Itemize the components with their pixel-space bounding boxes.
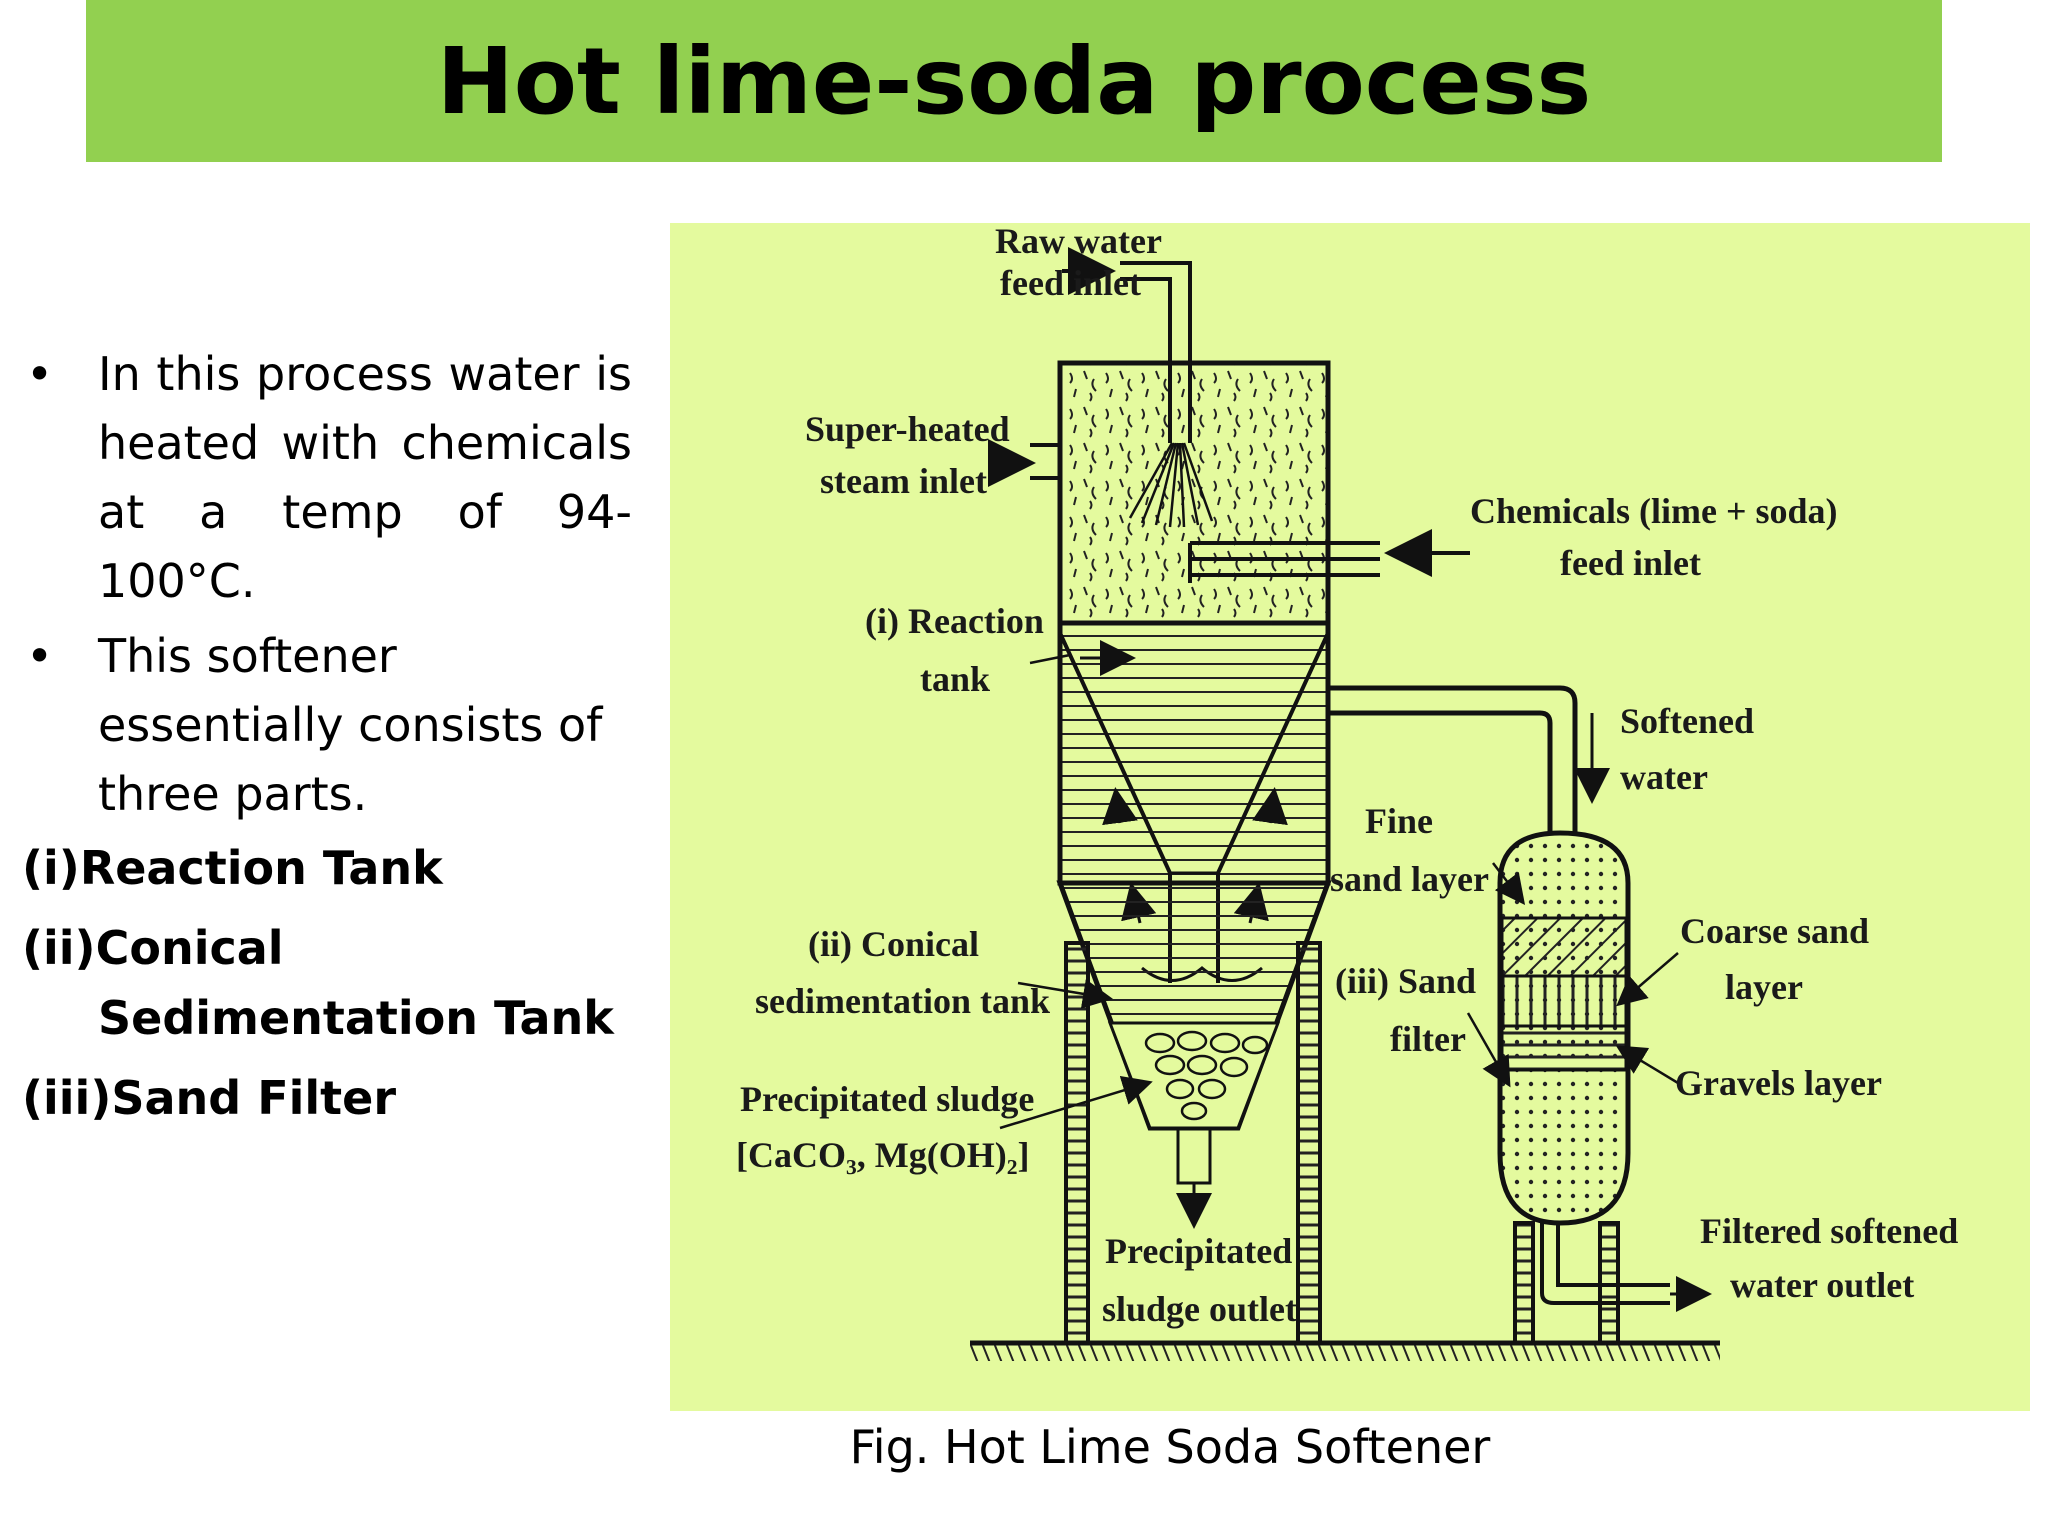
bullet-item: • In this process water is heated with c… bbox=[22, 340, 632, 616]
label-softened: Softened bbox=[1620, 701, 1754, 741]
label-filtered-2: water outlet bbox=[1730, 1265, 1914, 1305]
slide-title: Hot lime-soda process bbox=[436, 27, 1592, 135]
label-raw-water: Raw water bbox=[995, 223, 1162, 261]
label-filtered: Filtered softened bbox=[1700, 1211, 1958, 1251]
label-sand-filter: (iii) Sand bbox=[1335, 961, 1476, 1001]
part-reaction-tank: (i)Reaction Tank bbox=[22, 841, 443, 895]
label-sand-filter-2: filter bbox=[1390, 1019, 1466, 1059]
figure-caption: Fig. Hot Lime Soda Softener bbox=[849, 1420, 1491, 1474]
bullet-text: This softener essentially consists of th… bbox=[98, 629, 603, 821]
label-coarse-sand: Coarse sand bbox=[1680, 911, 1869, 951]
label-raw-water-2: feed inlet bbox=[1000, 263, 1141, 303]
label-chemicals-2: feed inlet bbox=[1560, 543, 1701, 583]
conical-sedimentation-tank bbox=[1056, 880, 1332, 1229]
label-leaders bbox=[999, 653, 1679, 1130]
part-sand-filter: (iii)Sand Filter bbox=[22, 1071, 397, 1125]
diagram-svg: Raw water feed inlet Super-heated steam … bbox=[736, 223, 1958, 1361]
label-sludge: Precipitated sludge bbox=[740, 1079, 1034, 1119]
label-softened-2: water bbox=[1620, 757, 1708, 797]
label-fine-sand-2: sand layer bbox=[1330, 859, 1489, 899]
label-steam: Super-heated bbox=[805, 409, 1010, 449]
label-coarse-sand-2: layer bbox=[1725, 967, 1803, 1007]
label-steam-2: steam inlet bbox=[820, 461, 987, 501]
slide-body: • In this process water is heated with c… bbox=[22, 340, 632, 1133]
part-sedimentation-tank: Sedimentation Tank bbox=[98, 991, 614, 1045]
ground bbox=[970, 1340, 1720, 1361]
steam-inlet-pipe bbox=[988, 439, 1060, 487]
chemicals-feed-pipe bbox=[1188, 529, 1470, 583]
bullet-item: • This softener essentially consists of … bbox=[22, 622, 632, 829]
label-chemicals: Chemicals (lime + soda) bbox=[1470, 491, 1837, 531]
part-conical: (ii)Conical bbox=[22, 921, 284, 975]
label-reaction: (i) Reaction bbox=[865, 601, 1044, 641]
sand-filter bbox=[1497, 830, 1712, 1312]
label-fine-sand: Fine bbox=[1365, 801, 1433, 841]
softened-water-pipe bbox=[1328, 685, 1610, 833]
label-conical-2: sedimentation tank bbox=[755, 981, 1050, 1021]
label-gravels: Gravels layer bbox=[1675, 1063, 1882, 1103]
label-sludge-outlet: Precipitated bbox=[1105, 1231, 1292, 1271]
title-bar: Hot lime-soda process bbox=[86, 0, 1942, 162]
softener-diagram: Raw water feed inlet Super-heated steam … bbox=[670, 223, 2030, 1411]
bullet-dot: • bbox=[26, 347, 54, 401]
bullet-text: In this process water is heated with che… bbox=[98, 347, 632, 608]
label-sludge-2: [CaCO₃, Mg(OH)₂] bbox=[736, 1135, 1030, 1175]
label-reaction-2: tank bbox=[920, 659, 990, 699]
label-sludge-outlet-2: sludge outlet bbox=[1102, 1289, 1297, 1329]
label-conical: (ii) Conical bbox=[808, 924, 979, 964]
bullet-dot: • bbox=[26, 629, 54, 683]
raw-water-pipe bbox=[1062, 247, 1192, 443]
diagram-labels: Raw water feed inlet Super-heated steam … bbox=[736, 223, 1958, 1329]
